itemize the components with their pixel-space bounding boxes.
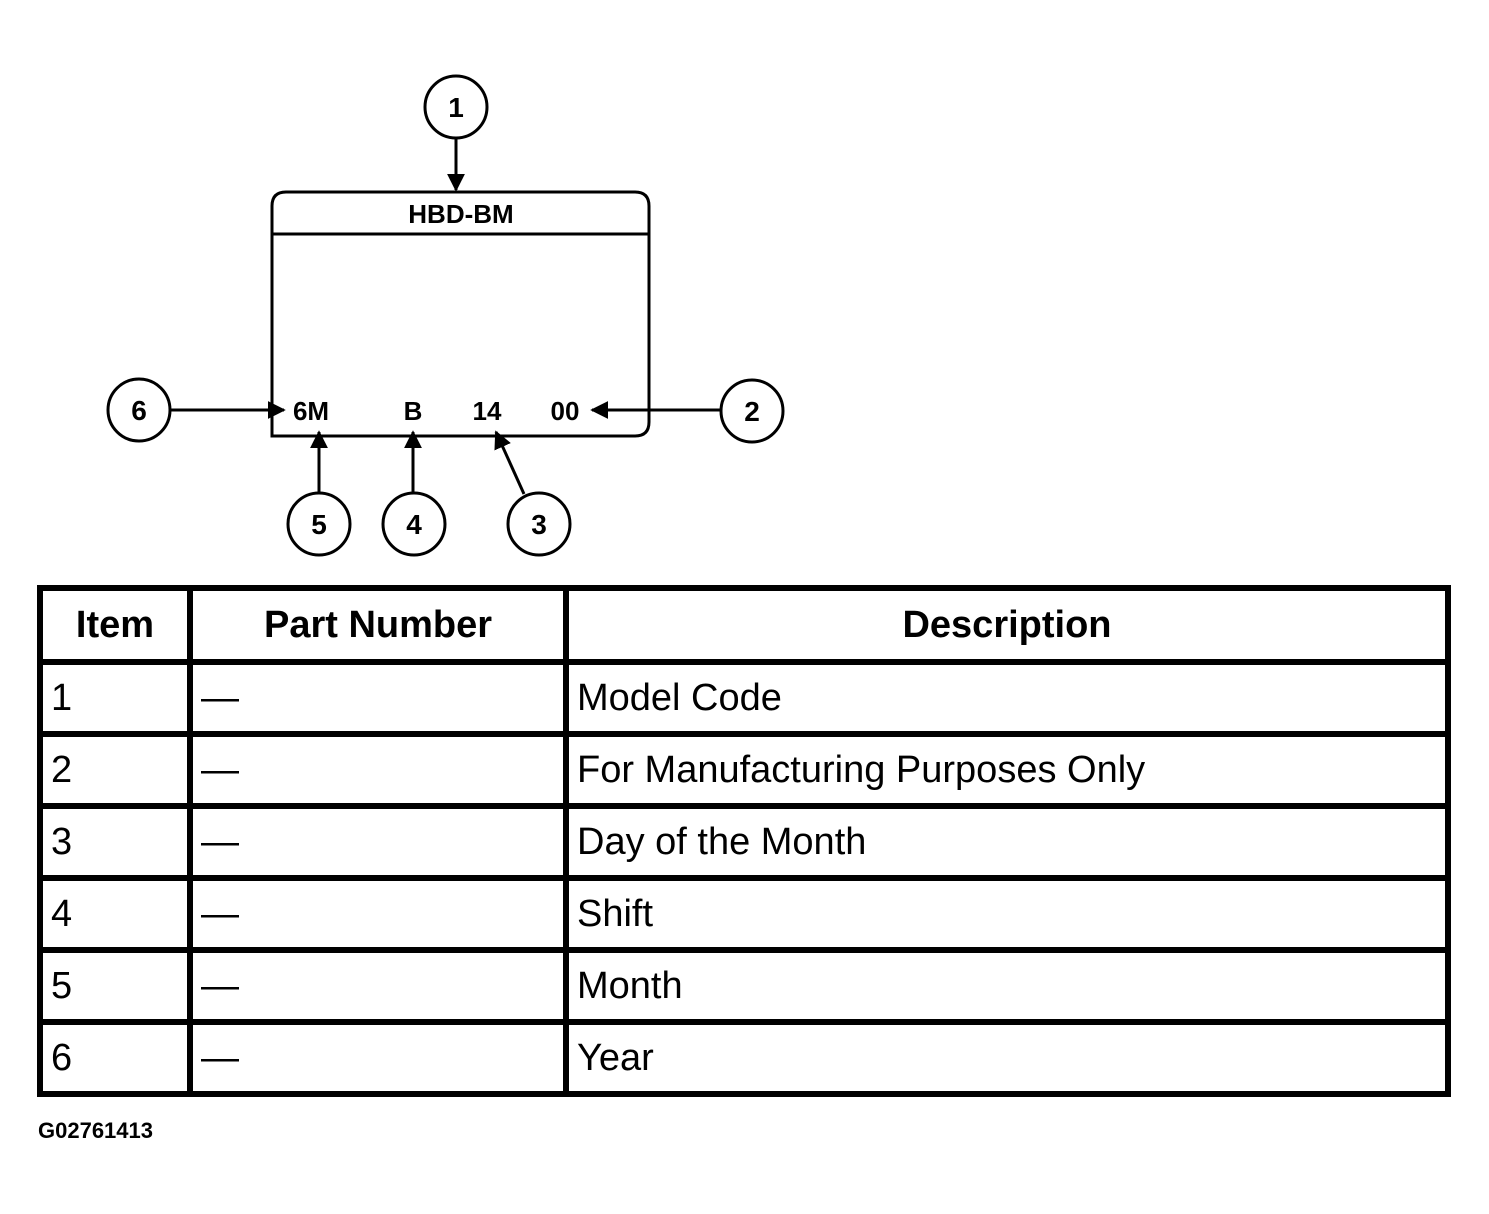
cell-item: 6 (37, 1019, 193, 1097)
callout-3: 3 (506, 491, 572, 557)
cell-description: Month (563, 947, 1451, 1025)
header-part-number: Part Number (187, 585, 569, 665)
callout-5: 5 (286, 491, 352, 557)
cell-part-number: — (187, 731, 569, 809)
table-row: 6 — Year (37, 1019, 1451, 1097)
table-header-row: Item Part Number Description (37, 585, 1451, 665)
table-row: 1 — Model Code (37, 659, 1451, 737)
figure-code: G02761413 (38, 1118, 153, 1143)
label-diagram: HBD-BM 6M B 14 00 1 2 3 4 5 6 (106, 74, 785, 557)
cell-description: Day of the Month (563, 803, 1451, 881)
cell-part-number: — (187, 659, 569, 737)
table-row: 4 — Shift (37, 875, 1451, 953)
table-row: 3 — Day of the Month (37, 803, 1451, 881)
svg-text:6: 6 (131, 395, 147, 426)
cell-item: 5 (37, 947, 193, 1025)
legend-table: Item Part Number Description 1 — Model C… (37, 585, 1451, 1097)
svg-text:5: 5 (311, 509, 327, 540)
cell-part-number: — (187, 1019, 569, 1097)
label-code-day: 14 (473, 396, 502, 426)
svg-text:2: 2 (744, 396, 760, 427)
cell-description: For Manufacturing Purposes Only (563, 731, 1451, 809)
cell-part-number: — (187, 875, 569, 953)
table-row: 2 — For Manufacturing Purposes Only (37, 731, 1451, 809)
cell-description: Model Code (563, 659, 1451, 737)
svg-text:4: 4 (406, 509, 422, 540)
cell-description: Shift (563, 875, 1451, 953)
cell-part-number: — (187, 947, 569, 1025)
callout-4: 4 (381, 491, 447, 557)
table-row: 5 — Month (37, 947, 1451, 1025)
callout-6: 6 (106, 377, 172, 443)
label-code-manufacturing: 00 (551, 396, 580, 426)
callout-1: 1 (423, 74, 489, 140)
callout-2: 2 (719, 378, 785, 444)
leader-3 (494, 430, 526, 495)
label-code-year: 6M (293, 396, 329, 426)
svg-text:3: 3 (531, 509, 547, 540)
label-title: HBD-BM (408, 199, 513, 229)
cell-part-number: — (187, 803, 569, 881)
header-item: Item (37, 585, 193, 665)
label-outline (270, 190, 651, 438)
cell-item: 3 (37, 803, 193, 881)
header-description: Description (563, 585, 1451, 665)
cell-description: Year (563, 1019, 1451, 1097)
cell-item: 1 (37, 659, 193, 737)
svg-text:1: 1 (448, 92, 464, 123)
cell-item: 2 (37, 731, 193, 809)
label-code-shift: B (404, 396, 423, 426)
cell-item: 4 (37, 875, 193, 953)
